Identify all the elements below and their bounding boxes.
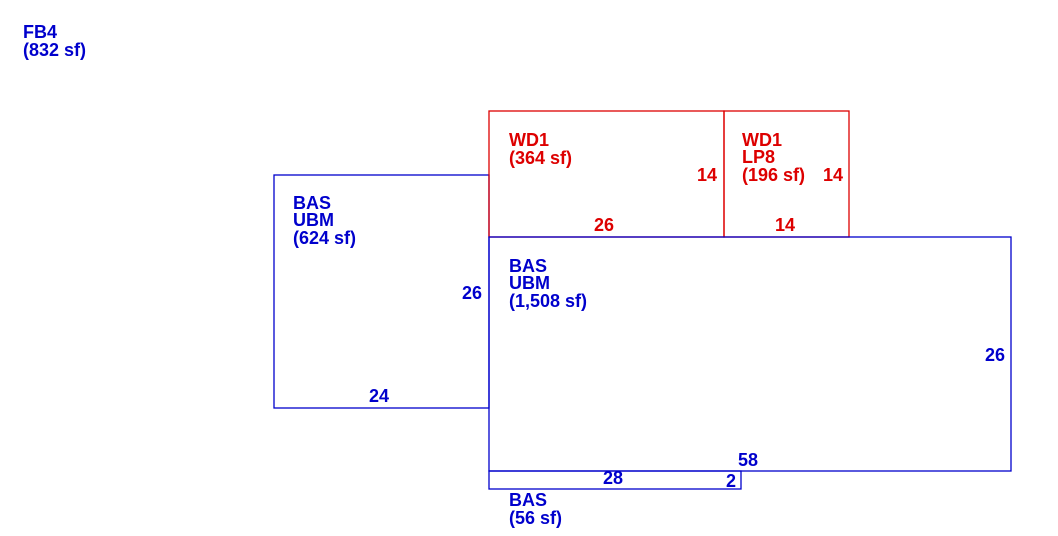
dimension-label-wd1-right-height: 14 <box>823 165 843 185</box>
dimension-label-wd1-right-width: 14 <box>775 215 795 235</box>
sketch-total-area-label: (832 sf) <box>23 40 86 60</box>
area-label-line: BAS <box>509 490 547 510</box>
dimension-label-bas-strip-width: 28 <box>603 468 623 488</box>
area-label-line: BAS <box>293 193 331 213</box>
dimension-label-bas-left-height: 26 <box>462 283 482 303</box>
area-label-line: LP8 <box>742 147 775 167</box>
area-label-line: (364 sf) <box>509 148 572 168</box>
area-label-line: BAS <box>509 256 547 276</box>
area-label-line: (1,508 sf) <box>509 291 587 311</box>
area-outline-bas-main <box>488 236 1012 472</box>
area-label-line: WD1 <box>742 130 782 150</box>
area-label-line: WD1 <box>509 130 549 150</box>
area-label-bas-main: BAS UBM (1,508 sf) <box>509 256 587 311</box>
dimension-label-wd1-left-width: 26 <box>594 215 614 235</box>
sketch-code-label: FB4 <box>23 22 57 42</box>
dimension-label-bas-strip-height: 2 <box>726 471 736 491</box>
area-label-bas-left: BAS UBM (624 sf) <box>293 193 356 248</box>
area-label-wd1-left: WD1 (364 sf) <box>509 130 572 168</box>
area-label-line: (624 sf) <box>293 228 356 248</box>
dimension-label-wd1-left-height: 14 <box>697 165 717 185</box>
area-outline-bas-strip <box>488 470 742 490</box>
area-label-wd1-right: WD1 LP8 (196 sf) <box>742 130 805 185</box>
dimension-label-bas-main-width: 58 <box>738 450 758 470</box>
area-label-line: UBM <box>509 273 550 293</box>
area-label-bas-strip: BAS (56 sf) <box>509 490 562 528</box>
area-label-line: (196 sf) <box>742 165 805 185</box>
area-label-line: UBM <box>293 210 334 230</box>
dimension-label-bas-main-height: 26 <box>985 345 1005 365</box>
dimension-label-bas-left-width: 24 <box>369 386 389 406</box>
area-label-line: (56 sf) <box>509 508 562 528</box>
